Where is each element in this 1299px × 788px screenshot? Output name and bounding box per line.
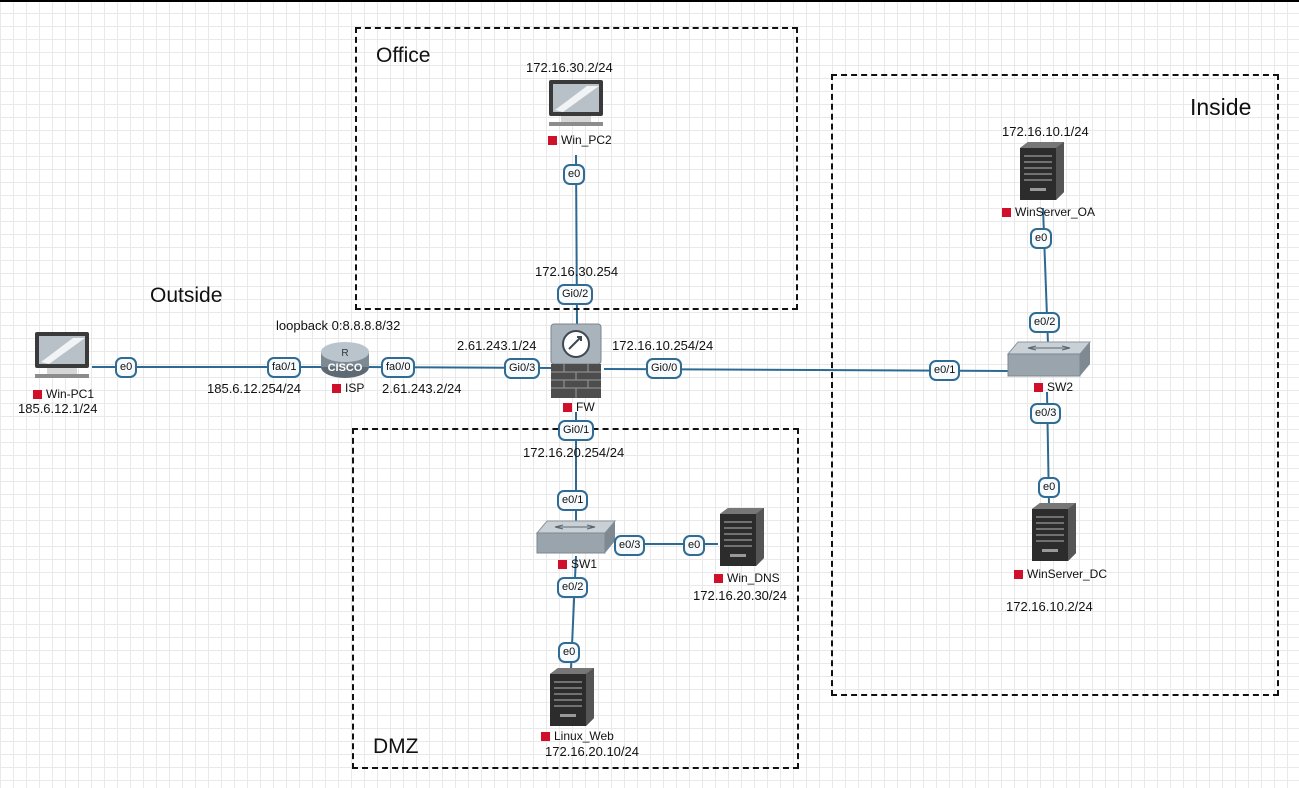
sw1-label: SW1 [558,557,597,571]
port-pc1-e0[interactable]: e0 [115,357,138,378]
port-fw-gi0-0[interactable]: Gi0/0 [646,358,683,379]
port-dc-e0[interactable]: e0 [1038,477,1061,498]
port-sw2-e0-1[interactable]: e0/1 [929,360,961,381]
dmz-zone-label: DMZ [373,735,419,758]
win-pc2-name: Win_PC2 [561,133,612,147]
win-pc1-ip: 185.6.12.1/24 [18,401,98,416]
port-fw-gi0-1[interactable]: Gi0/1 [558,420,595,441]
sw2-label: SW2 [1034,380,1073,394]
fw-gi0-3-ip: 2.61.243.1/24 [457,338,537,353]
port-fw-gi0-2[interactable]: Gi0/2 [557,284,594,305]
isp-device[interactable]: CISCO R [320,340,370,385]
inside-zone [831,74,1279,696]
isp-fa0-1-ip: 185.6.12.254/24 [207,381,301,396]
fw-device[interactable] [550,323,602,404]
win-pc1-name: Win-PC1 [46,387,95,401]
isp-fa0-0-ip: 2.61.243.2/24 [382,381,462,396]
winserver-oa-name: WinServer_OA [1015,205,1096,219]
linux-web-ip: 172.16.20.10/24 [545,744,639,759]
linux-web-label: Linux_Web [541,729,614,743]
win-dns-name: Win_DNS [727,571,780,585]
port-sw2-e0-3[interactable]: e0/3 [1030,403,1062,424]
fw-gi0-2-ip: 172.16.30.254 [535,264,619,279]
port-oa-e0[interactable]: e0 [1030,228,1053,249]
port-sw1-e0-2[interactable]: e0/2 [557,577,589,598]
port-dns-e0[interactable]: e0 [683,535,706,556]
computer-icon [549,80,603,126]
inside-zone-label: Inside [1190,94,1252,120]
office-zone-label: Office [376,44,431,67]
win-pc2-device[interactable] [547,78,605,133]
port-pc2-e0[interactable]: e0 [563,164,586,185]
port-isp-fa0-1[interactable]: fa0/1 [267,357,302,378]
winserver-dc-name: WinServer_DC [1027,567,1108,581]
port-sw1-e0-1[interactable]: e0/1 [557,490,589,511]
router-icon: CISCO R [321,342,369,378]
winserver-dc-device[interactable] [1030,501,1078,568]
isp-loopback-label: loopback 0:8.8.8.8/32 [276,318,401,333]
winserver-oa-label: WinServer_OA [1002,205,1095,219]
linux-web-name: Linux_Web [554,729,614,743]
top-border [0,0,1299,2]
isp-label: ISP [332,381,364,395]
winserver-oa-device[interactable] [1018,140,1066,207]
switch-icon [535,520,617,554]
svg-text:R: R [341,348,348,359]
firewall-icon [550,323,602,398]
port-isp-fa0-0[interactable]: fa0/0 [381,357,416,378]
server-icon [1032,503,1076,561]
win-dns-device[interactable] [718,506,766,573]
fw-gi0-1-ip: 172.16.20.254/24 [523,445,625,460]
win-pc2-label: Win_PC2 [548,133,612,147]
port-sw1-e0-3[interactable]: e0/3 [614,535,646,556]
port-sw2-e0-2[interactable]: e0/2 [1029,312,1061,333]
svg-text:CISCO: CISCO [328,362,363,374]
office-zone [355,27,798,310]
win-pc1-device[interactable] [33,330,91,385]
isp-name: ISP [345,381,365,395]
server-icon [550,668,594,726]
server-icon [720,508,764,566]
win-pc1-label: Win-PC1 [33,387,94,401]
switch-icon [1006,341,1092,377]
server-icon [1020,142,1064,200]
sw1-device[interactable] [535,519,617,562]
fw-gi0-0-ip: 172.16.10.254/24 [612,338,714,353]
port-fw-gi0-3[interactable]: Gi0/3 [504,358,541,379]
winserver-oa-ip: 172.16.10.1/24 [1002,124,1089,139]
sw1-name: SW1 [571,557,598,571]
outside-zone-label: Outside [150,284,223,307]
win-dns-ip: 172.16.20.30/24 [693,588,787,603]
fw-name: FW [576,400,595,414]
port-web-e0[interactable]: e0 [558,642,581,663]
computer-icon [35,332,89,378]
win-pc2-ip: 172.16.30.2/24 [526,60,613,75]
sw2-device[interactable] [1006,340,1092,385]
linux-web-device[interactable] [548,666,596,733]
win-dns-label: Win_DNS [714,571,780,585]
fw-label: FW [563,400,595,414]
winserver-dc-ip: 172.16.10.2/24 [1006,599,1093,614]
winserver-dc-label: WinServer_DC [1014,567,1107,581]
sw2-name: SW2 [1047,380,1074,394]
